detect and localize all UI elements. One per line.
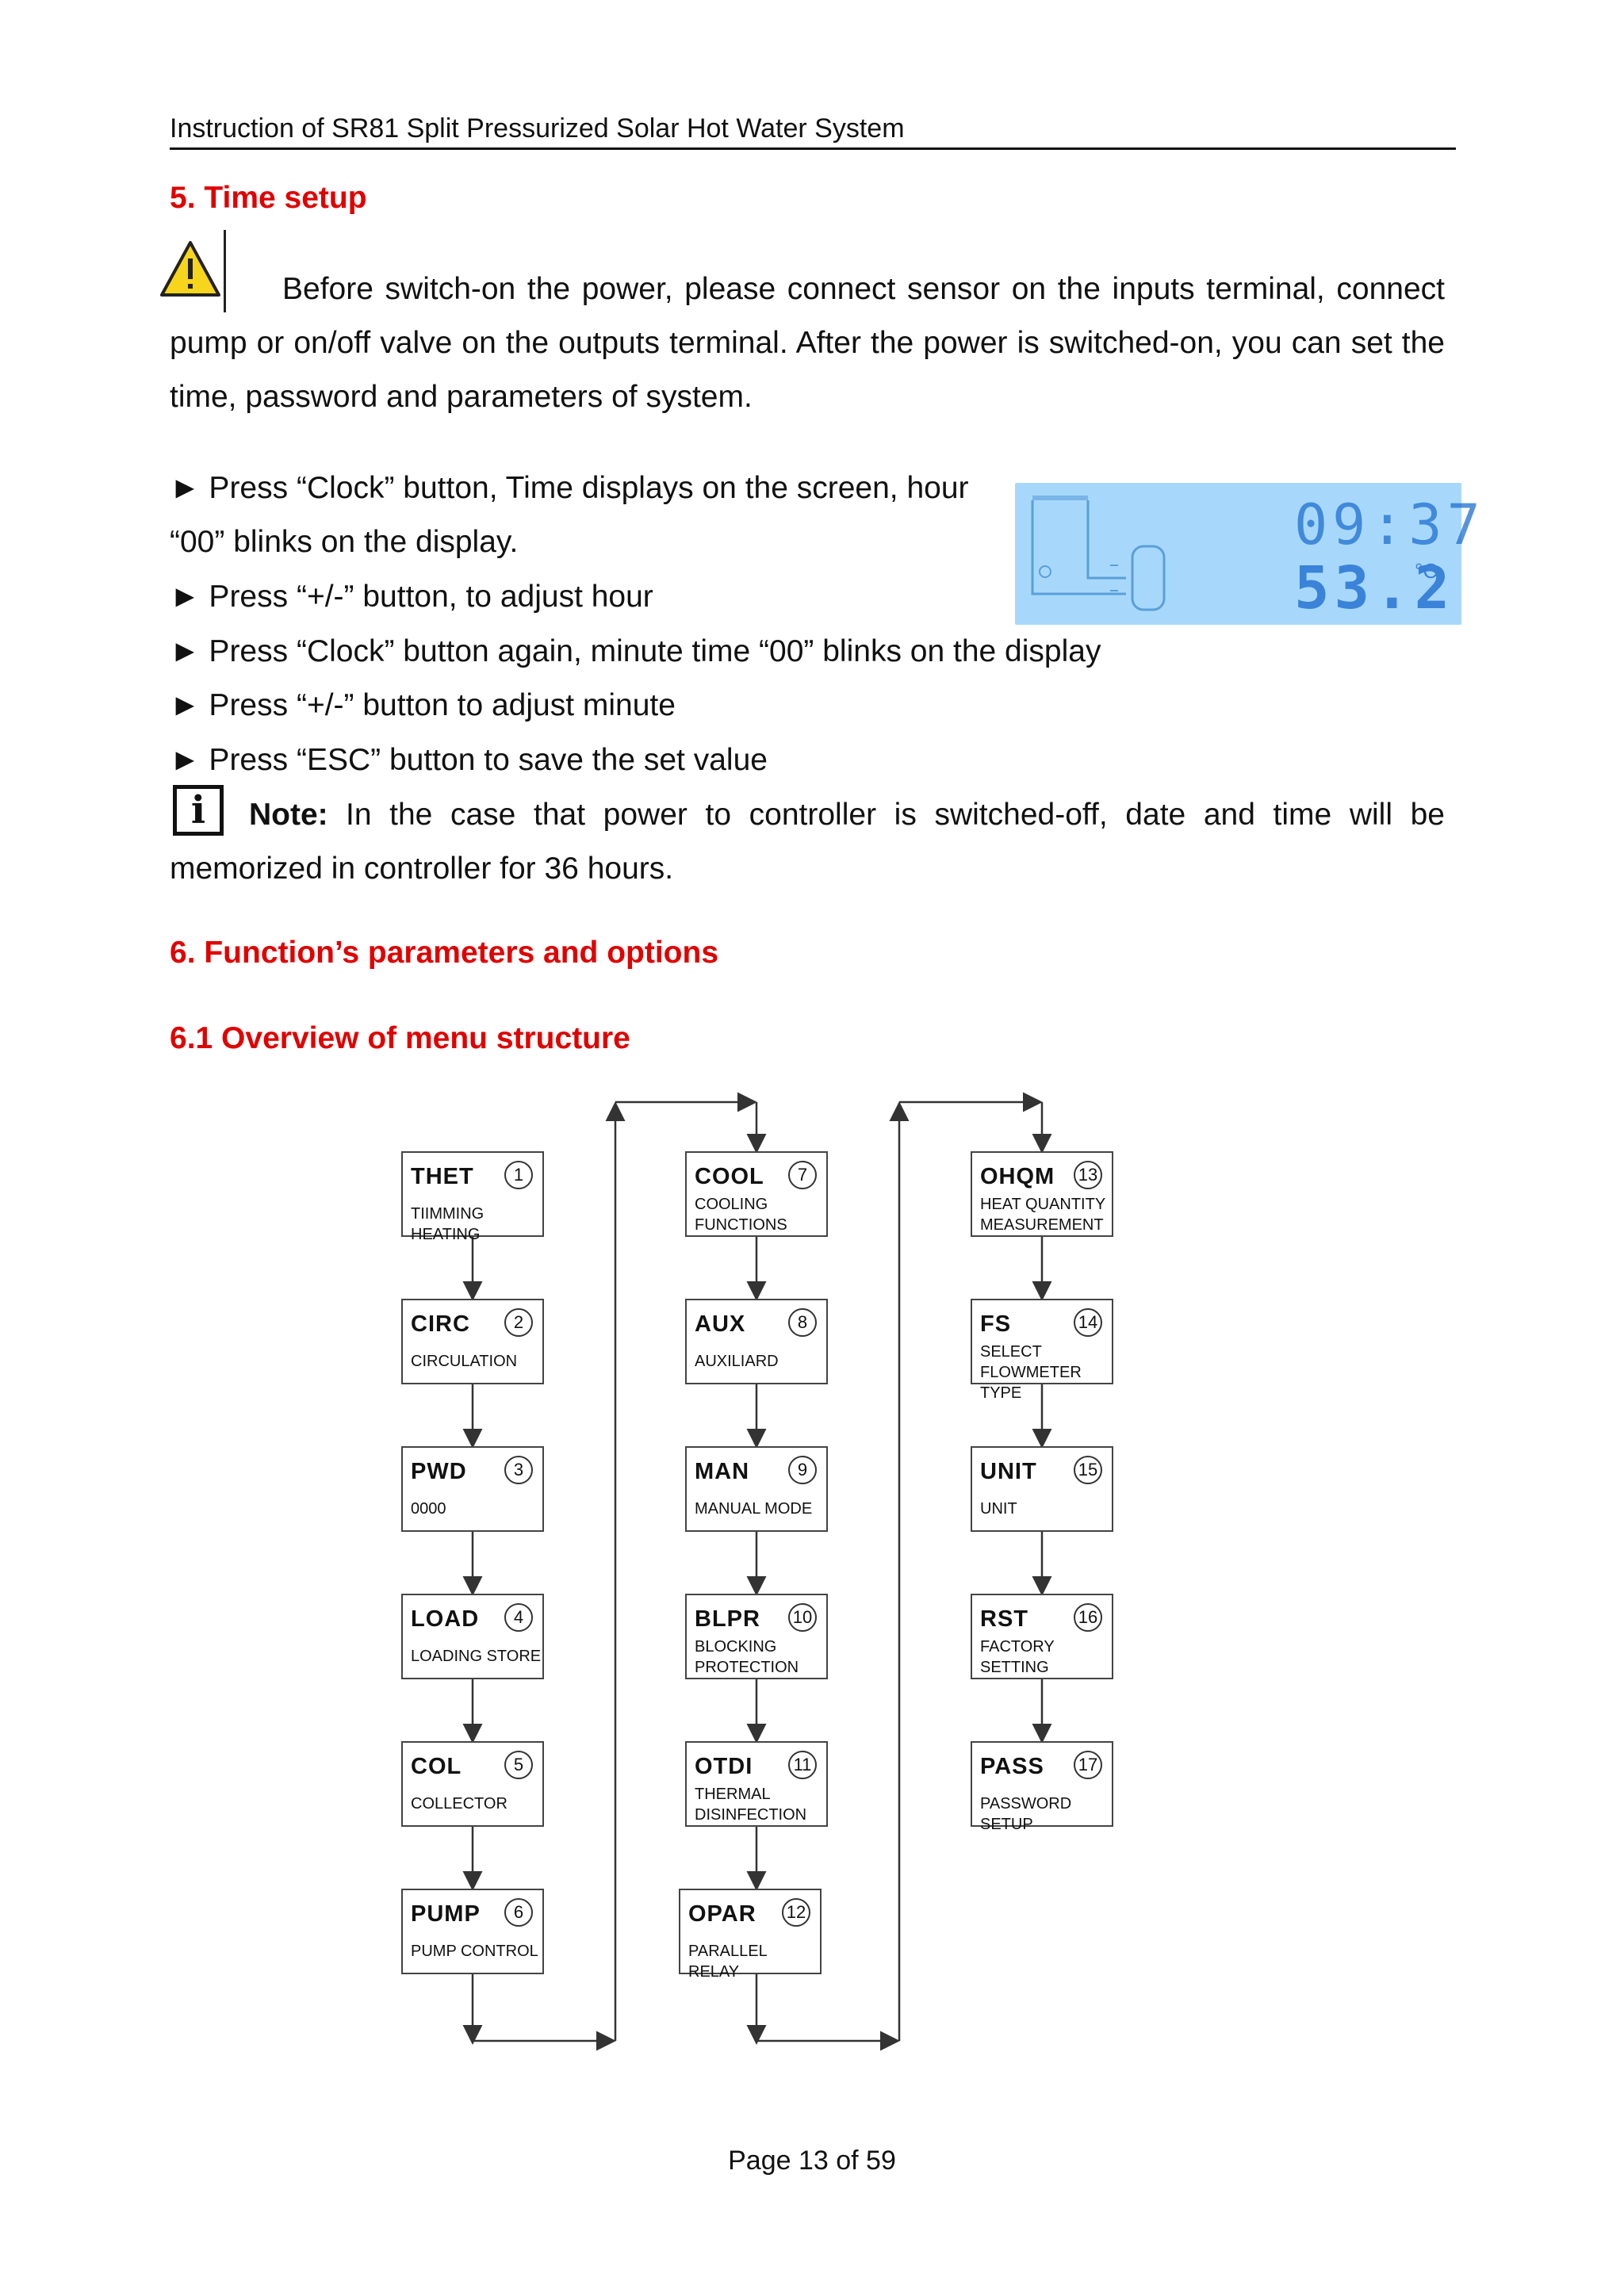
menu-desc: FACTORYSETTING [980,1636,1055,1678]
menu-desc-line-2: MEASUREMENT [980,1215,1105,1235]
menu-box-circ: CIRC 2 CIRCULATION [401,1299,544,1384]
menu-code: MAN [695,1459,749,1485]
menu-number: 11 [788,1751,817,1779]
menu-desc: BLOCKINGPROTECTION [695,1636,799,1678]
menu-desc: PASSWORD SETUP [980,1793,1112,1835]
menu-number: 7 [788,1161,817,1189]
menu-desc-line-1: SELECT [980,1342,1112,1362]
menu-number: 1 [504,1161,533,1189]
menu-desc-line-1: COOLING [695,1194,787,1215]
menu-desc: LOADING STORE [411,1646,541,1667]
menu-desc: PARALLEL RELAY [688,1941,820,1982]
menu-desc-line-1: HEAT QUANTITY [980,1194,1105,1215]
menu-code: COOL [695,1164,764,1190]
menu-desc: 0000 [411,1499,446,1519]
menu-code: AUX [695,1311,745,1338]
menu-box-pass: PASS 17 PASSWORD SETUP [971,1741,1113,1827]
menu-desc-line-2: FLOWMETER TYPE [980,1362,1112,1403]
menu-code: LOAD [411,1606,479,1633]
menu-number: 16 [1074,1603,1102,1632]
menu-desc: TIIMMING HEATING [411,1204,542,1245]
menu-code: OPAR [688,1901,756,1927]
menu-desc: PUMP CONTROL [411,1941,538,1962]
menu-box-unit: UNIT 15 UNIT [971,1446,1113,1532]
menu-code: OTDI [695,1754,753,1780]
menu-number: 10 [788,1603,817,1632]
menu-number: 9 [788,1456,817,1484]
menu-desc-line-1: THERMAL [695,1784,806,1805]
menu-number: 12 [782,1898,810,1927]
menu-box-man: MAN 9 MANUAL MODE [685,1446,828,1532]
menu-box-opar: OPAR 12 PARALLEL RELAY [679,1889,822,1974]
menu-number: 13 [1074,1161,1102,1189]
menu-code: CIRC [411,1311,470,1338]
menu-code: OHQM [980,1164,1055,1190]
menu-code: RST [980,1606,1028,1633]
menu-box-col: COL 5 COLLECTOR [401,1741,544,1827]
menu-desc-line-1: BLOCKING [695,1636,799,1657]
menu-number: 3 [504,1456,533,1484]
menu-desc: UNIT [980,1499,1017,1519]
menu-code: FS [980,1311,1011,1338]
menu-desc-line-2: SETTING [980,1657,1055,1678]
menu-number: 14 [1074,1308,1102,1337]
menu-code: PWD [411,1459,467,1485]
menu-code: PASS [980,1754,1044,1780]
menu-number: 17 [1074,1751,1102,1779]
menu-desc: MANUAL MODE [695,1499,812,1519]
menu-box-thet: THET 1 TIIMMING HEATING [401,1151,544,1237]
menu-number: 4 [504,1603,533,1632]
menu-code: PUMP [411,1901,481,1927]
menu-code: THET [411,1164,474,1190]
menu-desc-line-2: FUNCTIONS [695,1215,787,1235]
menu-number: 6 [504,1898,533,1927]
menu-code: COL [411,1754,462,1780]
menu-desc-line-2: DISINFECTION [695,1805,806,1825]
menu-desc: COLLECTOR [411,1793,508,1814]
menu-code: UNIT [980,1459,1037,1485]
menu-box-load: LOAD 4 LOADING STORE [401,1594,544,1679]
menu-desc-line-2: PROTECTION [695,1657,799,1678]
menu-desc-line-1: FACTORY [980,1636,1055,1657]
menu-box-aux: AUX 8 AUXILIARD [685,1299,828,1384]
menu-desc: CIRCULATION [411,1351,517,1372]
menu-number: 2 [504,1308,533,1337]
menu-number: 15 [1074,1456,1102,1484]
menu-box-pwd: PWD 3 0000 [401,1446,544,1532]
menu-box-pump: PUMP 6 PUMP CONTROL [401,1889,544,1974]
page-number: Page 13 of 59 [0,2146,1624,2176]
menu-desc: AUXILIARD [695,1351,779,1372]
menu-number: 8 [788,1308,817,1337]
menu-number: 5 [504,1751,533,1779]
menu-code: BLPR [695,1606,760,1633]
